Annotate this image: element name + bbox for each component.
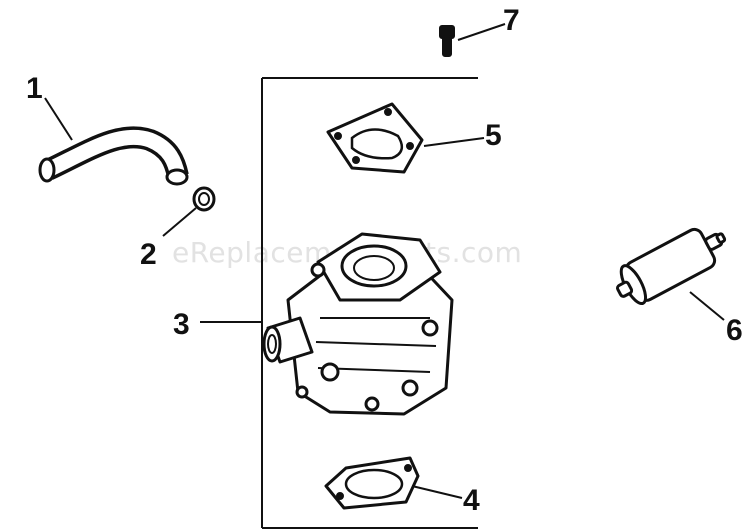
fuel-filter-part[interactable] — [609, 218, 733, 310]
carburetor-part[interactable] — [262, 232, 454, 416]
callout-7: 7 — [503, 4, 520, 37]
callout-3: 3 — [173, 308, 190, 341]
callout-6: 6 — [726, 314, 743, 347]
leader-2 — [162, 207, 197, 237]
top-gasket-part[interactable] — [326, 102, 424, 174]
leader-1 — [44, 97, 73, 141]
callout-2: 2 — [140, 238, 157, 271]
leader-4 — [411, 485, 463, 499]
group-bracket — [261, 77, 478, 529]
base-gasket-part[interactable] — [324, 456, 420, 510]
callout-1: 1 — [26, 72, 43, 105]
screw-part[interactable] — [439, 25, 455, 57]
leader-7 — [457, 23, 506, 41]
fuel-hose-part[interactable] — [38, 126, 189, 186]
hose-clamp-part[interactable] — [192, 186, 216, 212]
callout-5: 5 — [485, 119, 502, 152]
leader-5 — [423, 137, 485, 147]
leader-6 — [689, 291, 725, 321]
callout-4: 4 — [463, 484, 480, 517]
